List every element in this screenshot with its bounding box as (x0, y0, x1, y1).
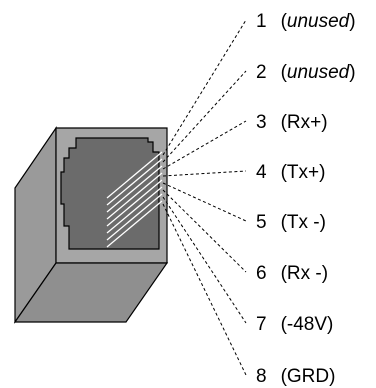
jack-contacts (106, 151, 163, 248)
leader-line-pin-6 (162, 189, 247, 273)
contact-wire-5 (106, 179, 163, 227)
contact-wire-3 (106, 165, 163, 213)
contact-wire-7 (106, 193, 163, 241)
pin-4-label: 4(Tx+) (256, 162, 325, 183)
pin-5-label: 5(Tx -) (256, 212, 326, 233)
leader-line-pin-5 (162, 182, 247, 222)
jack-bottom-face (13, 262, 169, 323)
leader-line-pin-2 (162, 70, 247, 163)
leader-line-pin-1 (162, 19, 247, 156)
pin-1-label: 1(unused) (256, 11, 356, 32)
contact-wire-1 (106, 151, 163, 199)
contact-wire-2 (106, 158, 163, 206)
pin-2-label: 2(unused) (256, 62, 356, 83)
pin-6-label: 6(Rx -) (256, 263, 328, 284)
pin-leader-lines (162, 19, 247, 376)
jack-cavity (60, 137, 160, 250)
leader-line-pin-3 (162, 120, 247, 170)
pin-8-label: 8(GRD) (256, 366, 335, 387)
leader-line-pin-8 (162, 203, 247, 376)
rj-jack (13, 126, 169, 324)
pin-labels: 1(unused) 2(unused) 3(Rx+) 4(Tx+) 5(Tx -… (256, 11, 356, 387)
pin-3-label: 3(Rx+) (256, 112, 328, 133)
contact-wire-8 (106, 200, 163, 248)
leader-line-pin-4 (162, 170, 247, 177)
contact-wire-6 (106, 186, 163, 234)
contact-wire-4 (106, 172, 163, 220)
pin-7-label: 7(-48V) (256, 314, 333, 335)
